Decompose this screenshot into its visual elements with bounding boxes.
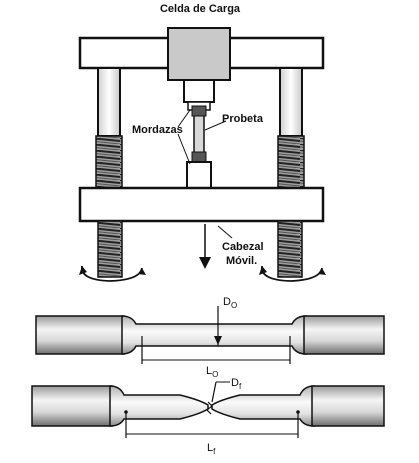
- initial-diameter-arrowhead: [214, 336, 222, 345]
- final-diameter-dimension: [211, 381, 217, 403]
- final-right-necked-half: [211, 385, 315, 427]
- moving-crosshead: [78, 186, 325, 223]
- initial-specimen: DO LO: [35, 296, 385, 379]
- crosshead-label-line2: Móvil.: [226, 255, 257, 267]
- final-left-necked-half: [109, 385, 209, 427]
- specimen-leader: [204, 120, 227, 131]
- initial-length-label: LO: [206, 365, 218, 379]
- initial-left-grip-end: [35, 315, 125, 355]
- right-rotation-arrowhead: [259, 266, 267, 275]
- final-specimen: Df Lf: [31, 377, 385, 456]
- left-rotation-arrowhead-2: [138, 268, 146, 275]
- specimen-upper-end: [191, 105, 207, 117]
- final-diameter-label: Df: [231, 377, 242, 391]
- fracture-line: [206, 401, 213, 415]
- initial-right-grip-end: [303, 315, 385, 355]
- testing-machine: Celda de Carga Mordazas Probeta Cabezal …: [78, 3, 326, 282]
- grips-leader-bottom: [177, 133, 191, 165]
- specimen-lower-end: [191, 151, 207, 163]
- grips-label: Mordazas: [132, 124, 183, 136]
- load-cell-label: Celda de Carga: [160, 3, 241, 15]
- left-column-screw: [95, 135, 123, 189]
- initial-diameter-label: DO: [223, 296, 237, 310]
- left-column-upper: [97, 67, 121, 137]
- load-cell: [167, 27, 231, 81]
- right-rotation-arrowhead-2: [318, 268, 326, 275]
- grips-leader-top: [177, 109, 191, 128]
- right-column-screw: [277, 135, 305, 189]
- specimen-label: Probeta: [222, 113, 264, 125]
- right-column-upper: [279, 67, 303, 137]
- final-right-grip-end: [311, 385, 385, 427]
- left-rotation-arrowhead: [79, 266, 87, 275]
- left-lower-screw: [97, 220, 123, 278]
- load-cell-shaft: [183, 79, 215, 103]
- right-lower-screw: [277, 220, 303, 278]
- lower-grip: [186, 161, 212, 189]
- final-left-grip-end: [31, 385, 113, 427]
- crosshead-leader: [217, 225, 233, 239]
- crosshead-label-line1: Cabezal: [222, 241, 264, 253]
- final-length-label: Lf: [207, 442, 216, 456]
- initial-gauge-section: [121, 315, 307, 355]
